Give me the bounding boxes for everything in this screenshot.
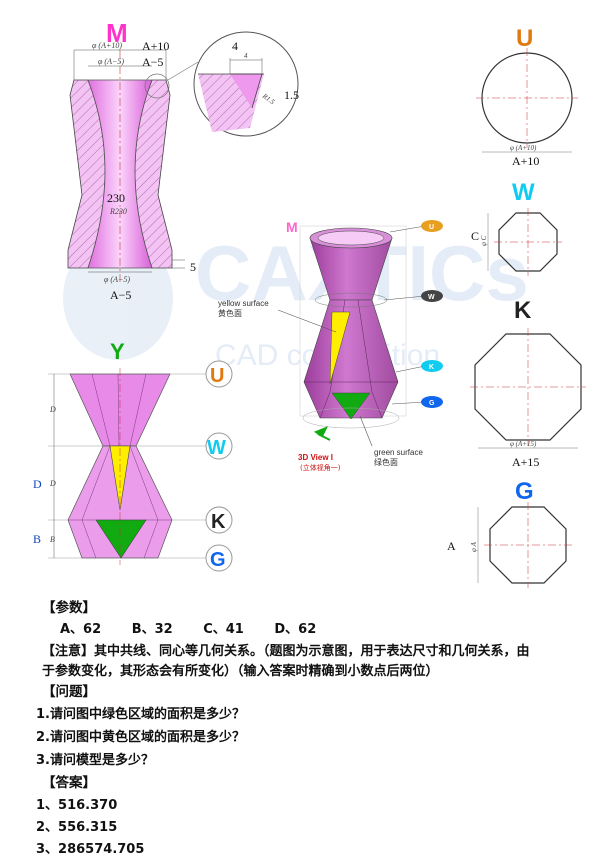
iso-green-label-cn: 绿色面 [374, 457, 398, 467]
param-b: B、32 [131, 622, 173, 637]
view-w-dim-handwritten: C [471, 229, 479, 243]
detail-width-handwritten: 4 [232, 39, 238, 53]
iso-marker-w-icon [421, 290, 443, 302]
answer-1: 1、516.370 [36, 798, 118, 813]
params-list: A、62 B、32 C、41 D、62 [60, 618, 342, 637]
view-w-dim: φ C [480, 235, 488, 246]
view-k-label: K [514, 297, 532, 324]
section-marks: U W K G [205, 360, 233, 572]
view-k: K φ (A+15) A+15 [470, 297, 586, 469]
dim-lower-handwritten: B [33, 532, 41, 546]
cad-drawing: CAXTICs CAD competition M φ (A+10) A+10 … [33, 18, 586, 588]
iso-marker-k-icon [421, 360, 443, 372]
iso-view-label-m: M [286, 219, 298, 235]
view-u: U φ (A+10) A+10 [476, 25, 578, 168]
dim-radius-handwritten: 230 [107, 191, 125, 205]
iso-view-title-cn: (立体视角一) [300, 463, 341, 472]
iso-marker-g: G [429, 400, 435, 407]
iso-green-label-en: green surface [374, 448, 423, 457]
question-3: 3.请问模型是多少？ [36, 753, 154, 768]
view-g-dim-handwritten: A [447, 539, 456, 553]
view-u-dim: φ (A+10) [510, 144, 537, 152]
question-2: 2.请问图中黄色区域的面积是多少？ [36, 730, 245, 745]
section-mark-w: W [207, 437, 226, 459]
view-m-label: M [106, 18, 128, 48]
dim-lower: B [50, 535, 55, 544]
view-g-dim: φ A [470, 541, 478, 552]
view-u-dim-handwritten: A+10 [512, 154, 539, 168]
detail-callout-circle [144, 73, 170, 99]
view-w-label: W [512, 179, 535, 206]
front-green-surface [95, 519, 147, 559]
iso-marker-u-icon [421, 220, 443, 232]
detail-width-small: 4 [244, 52, 248, 60]
iso-yellow-surface [329, 311, 351, 385]
view-k-dim-handwritten: A+15 [512, 455, 539, 469]
iso-green-surface [331, 392, 371, 420]
iso-marker-k: K [429, 364, 434, 371]
iso-view-title-en: 3D View I [298, 453, 333, 462]
dim-top-outer: φ (A+10) [92, 41, 122, 50]
iso-marker-w: W [428, 294, 435, 301]
note-line-1: 【注意】其中共线、同心等几何关系。（题图为示意图，用于表达尺寸和几何关系，由 [42, 644, 530, 659]
view-w-octagon [498, 212, 558, 272]
detail-radius-handwritten: 1.5 [284, 88, 299, 102]
view-g: G φ A A [447, 478, 572, 588]
view-g-label: G [515, 478, 534, 505]
section-mark-k: K [211, 511, 226, 533]
dim-top-inner-handwritten: A−5 [142, 55, 163, 69]
answer-3: 3、286574.705 [36, 842, 145, 857]
dim-top-outer-handwritten: A+10 [142, 39, 169, 53]
front-yellow-surface [109, 445, 131, 511]
dim-middle: D [49, 479, 56, 488]
dim-middle-handwritten: D [33, 477, 42, 491]
iso-marker-g-icon [421, 396, 443, 408]
section-mark-g: G [210, 549, 226, 571]
iso-yellow-label-cn: 黄色面 [218, 308, 242, 318]
iso-marker-u: U [429, 224, 434, 231]
view-w: W φ C C [471, 179, 562, 276]
answer-2: 2、556.315 [36, 820, 118, 835]
params-header: 【参数】 [42, 600, 96, 616]
iso-view-arrow-icon [313, 426, 331, 441]
dim-bottom: φ (A−5) [104, 275, 130, 284]
dim-top-inner: φ (A−5) [98, 57, 124, 66]
question-1: 1.请问图中绿色区域的面积是多少？ [36, 707, 245, 722]
dim-bottom-handwritten: A−5 [110, 288, 131, 302]
dim-bottom-height-handwritten: 5 [190, 260, 196, 274]
answer-header: 【答案】 [42, 775, 96, 791]
dim-upper: D [49, 405, 56, 414]
view-y-label: Y [110, 339, 125, 364]
param-a: A、62 [60, 622, 102, 637]
view-m: M φ (A+10) A+10 φ (A−5) A−5 230 R230 φ (… [67, 18, 299, 302]
question-header: 【问题】 [42, 684, 96, 700]
view-k-dim: φ (A+15) [510, 440, 537, 448]
note-line-2: 于参数变化，其形态会有所变化）（输入答案时精确到小数点后两位） [42, 664, 439, 679]
iso-yellow-label-en: yellow surface [218, 299, 269, 308]
dim-radius: R230 [109, 207, 127, 216]
iso-view: M yellow surface 黄色面 green surface 绿色面 3… [218, 219, 443, 472]
view-g-octagon [489, 506, 567, 584]
param-d: D、62 [274, 622, 317, 637]
view-k-octagon [474, 333, 582, 441]
section-mark-u: U [210, 365, 224, 387]
view-u-label: U [516, 25, 533, 52]
param-c: C、41 [203, 622, 244, 637]
view-y: Y D D D B B [33, 339, 210, 565]
